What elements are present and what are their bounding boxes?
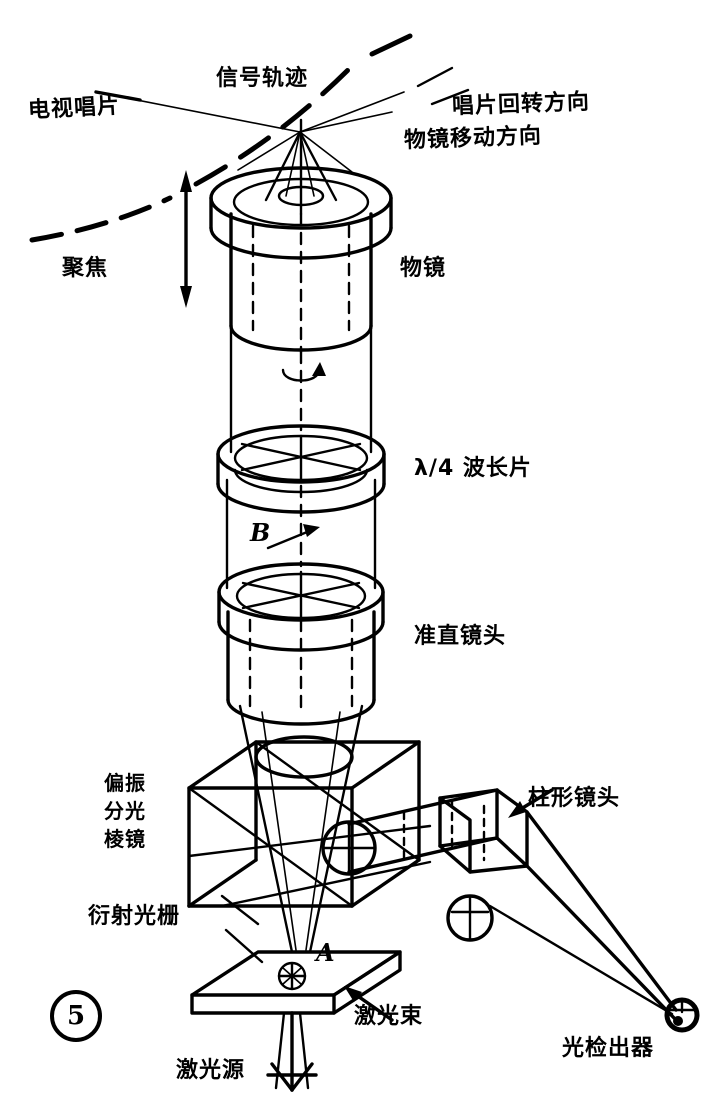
laser-source-beam (266, 986, 394, 1092)
objective-lens (209, 166, 393, 354)
label-diffraction-grating: 衍射光栅 (88, 904, 181, 929)
grating-label-pointer (220, 894, 260, 926)
label-point-a: A (316, 938, 336, 967)
label-quarter-wave-plate: λ/4 波长片 (414, 456, 532, 481)
label-polarizing-beam-splitter-line2: 分光 (104, 799, 146, 823)
label-tv-disc: 电视唱片 (27, 93, 121, 124)
polarizing-beam-splitter-cube (187, 735, 432, 908)
quarter-wave-plate (216, 424, 386, 514)
cylindrical-lens (321, 788, 678, 1022)
label-laser-source: 激光源 (176, 1058, 246, 1083)
focus-arrow (180, 170, 192, 308)
disc-track-lines (29, 33, 470, 243)
photodetector (664, 997, 700, 1033)
label-polarizing-beam-splitter-line3: 棱镜 (104, 827, 146, 851)
label-cylindrical-lens: 柱形镜头 (528, 786, 621, 811)
label-polarizing-beam-splitter-line1: 偏振 (104, 771, 146, 795)
beam-objective-to-waveplate (229, 324, 373, 454)
label-objective-lens: 物镜 (400, 256, 447, 281)
collimator-lens (217, 562, 385, 726)
label-photodetector: 光检出器 (562, 1036, 655, 1061)
diffraction-grating-plate (190, 928, 402, 1015)
beam-waveplate-to-collimator (225, 478, 377, 590)
label-objective-move-direction: 物镜移动方向 (403, 123, 543, 154)
figure-number: 5 (50, 990, 102, 1042)
label-point-b: B (250, 518, 272, 547)
label-signal-track: 信号轨迹 (216, 66, 309, 91)
label-focus: 聚焦 (62, 256, 109, 281)
label-laser-beam: 激光束 (354, 1004, 424, 1029)
label-disc-rotation-direction: 唱片回转方向 (451, 89, 591, 120)
label-collimator-lens: 准直镜头 (414, 624, 507, 649)
